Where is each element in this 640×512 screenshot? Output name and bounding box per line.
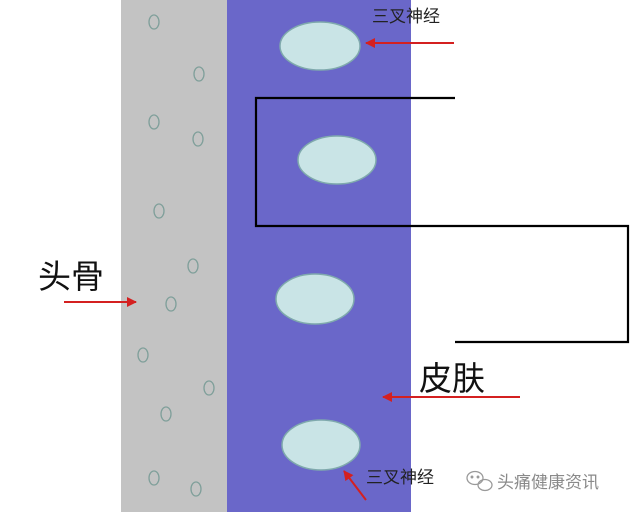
skull-pore [187, 258, 199, 274]
nerve-oval [279, 21, 361, 71]
skull-pore [148, 114, 160, 130]
skull-pore [148, 14, 160, 30]
nerve-oval [281, 419, 361, 471]
skull-pores [137, 14, 215, 497]
skull-pore [203, 380, 215, 396]
nerve-ovals [275, 21, 377, 471]
skull-pore [165, 296, 177, 312]
watermark-text: 头痛健康资讯 [497, 473, 599, 493]
skull-pore [160, 406, 172, 422]
nerve-oval [297, 135, 377, 185]
skull-pore [193, 66, 205, 82]
arrow-nerve-bottom [343, 470, 367, 501]
watermark: 头痛健康资讯 [466, 470, 599, 493]
skull-layer [121, 0, 227, 512]
nerve-oval [275, 273, 355, 325]
skull-pore [190, 481, 202, 497]
label-skin: 皮肤 [419, 359, 485, 398]
bracket-line [254, 96, 630, 344]
skull-pore [153, 203, 165, 219]
wechat-icon [466, 470, 493, 492]
skull-pore [148, 470, 160, 486]
label-nerve-top: 三叉神经 [372, 7, 440, 27]
label-nerve-bottom: 三叉神经 [366, 468, 434, 488]
pointer-arrows [64, 38, 520, 501]
label-skull: 头骨 [38, 257, 104, 296]
skull-pore [192, 131, 204, 147]
skull-pore [137, 347, 149, 363]
